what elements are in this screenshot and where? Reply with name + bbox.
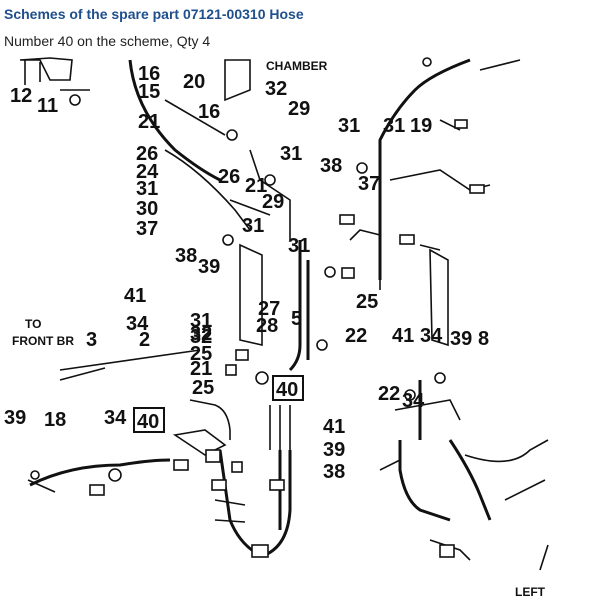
front-br-label: FRONT BR [12, 334, 74, 348]
callout: 32 [190, 326, 212, 348]
callout: 18 [44, 409, 66, 431]
callout: 34 [126, 313, 149, 335]
callout: 21 [138, 111, 160, 133]
callout: 41 [392, 325, 414, 347]
callout: 31 [383, 115, 405, 137]
callout: 21 [190, 358, 212, 380]
callout: 29 [288, 98, 310, 120]
to-label: TO [25, 317, 41, 331]
callout: 37 [136, 218, 158, 240]
callout: 39 [450, 328, 472, 350]
callout: 32 [265, 78, 287, 100]
highlight-callout-40[interactable]: 40 [272, 375, 304, 401]
callout: 38 [320, 155, 342, 177]
callout: 31 [242, 215, 264, 237]
callout: 29 [262, 191, 284, 213]
callout: 31 [190, 310, 212, 332]
callout: 34 [402, 390, 425, 412]
callout: 8 [478, 328, 489, 350]
fittings [30, 57, 485, 558]
callout: 16 [198, 101, 220, 123]
callout: 31 [280, 143, 302, 165]
highlight-label: 40 [276, 379, 298, 401]
callout: 37 [358, 173, 380, 195]
callout: 25 [190, 343, 212, 365]
callout: 39 [4, 407, 26, 429]
callout: 19 [410, 115, 432, 137]
callout: 16 [138, 63, 160, 85]
highlight-label: 40 [137, 411, 159, 433]
callout: 21 [245, 175, 267, 197]
callout: 26 [218, 166, 240, 188]
callout: 22 [345, 325, 367, 347]
callout: 20 [183, 71, 205, 93]
callout: 2 [139, 329, 150, 351]
callout: 34 [104, 407, 127, 429]
highlight-callout-40-second[interactable]: 40 [133, 407, 165, 433]
callout: 11 [37, 95, 58, 117]
callout: 27 [258, 298, 280, 320]
callout: 25 [192, 377, 214, 399]
callout: 25 [356, 291, 378, 313]
callout: 32 [190, 323, 212, 345]
hose-lines [19, 57, 549, 571]
callout: 3 [86, 329, 97, 351]
callout: 30 [136, 198, 158, 220]
callout: 31 [338, 115, 360, 137]
parts-scheme-diagram: CHAMBER TO FRONT BR LEFT 40 40 16 15 20 … [4, 57, 549, 599]
callout: 31 [288, 235, 310, 257]
chamber-label: CHAMBER [266, 59, 328, 73]
callout: 28 [256, 315, 278, 337]
callout: 31 [136, 178, 158, 200]
callout: 24 [136, 161, 159, 183]
part-subtitle: Number 40 on the scheme, Qty 4 [4, 33, 211, 49]
callout: 22 [378, 383, 400, 405]
page-title: Schemes of the spare part 07121-00310 Ho… [4, 6, 304, 22]
callout: 12 [10, 85, 32, 107]
callout: 5 [291, 308, 302, 330]
callout-numbers: 16 15 20 32 12 11 21 16 29 31 31 31 19 2… [4, 63, 489, 483]
callout: 41 [323, 416, 345, 438]
callout: 39 [323, 439, 345, 461]
left-label: LEFT [515, 585, 546, 599]
callout: 38 [323, 461, 345, 483]
callout: 41 [124, 285, 146, 307]
callout: 34 [420, 325, 443, 347]
callout: 26 [136, 143, 158, 165]
callout: 39 [198, 256, 220, 278]
callout: 15 [138, 81, 160, 103]
callout: 38 [175, 245, 197, 267]
